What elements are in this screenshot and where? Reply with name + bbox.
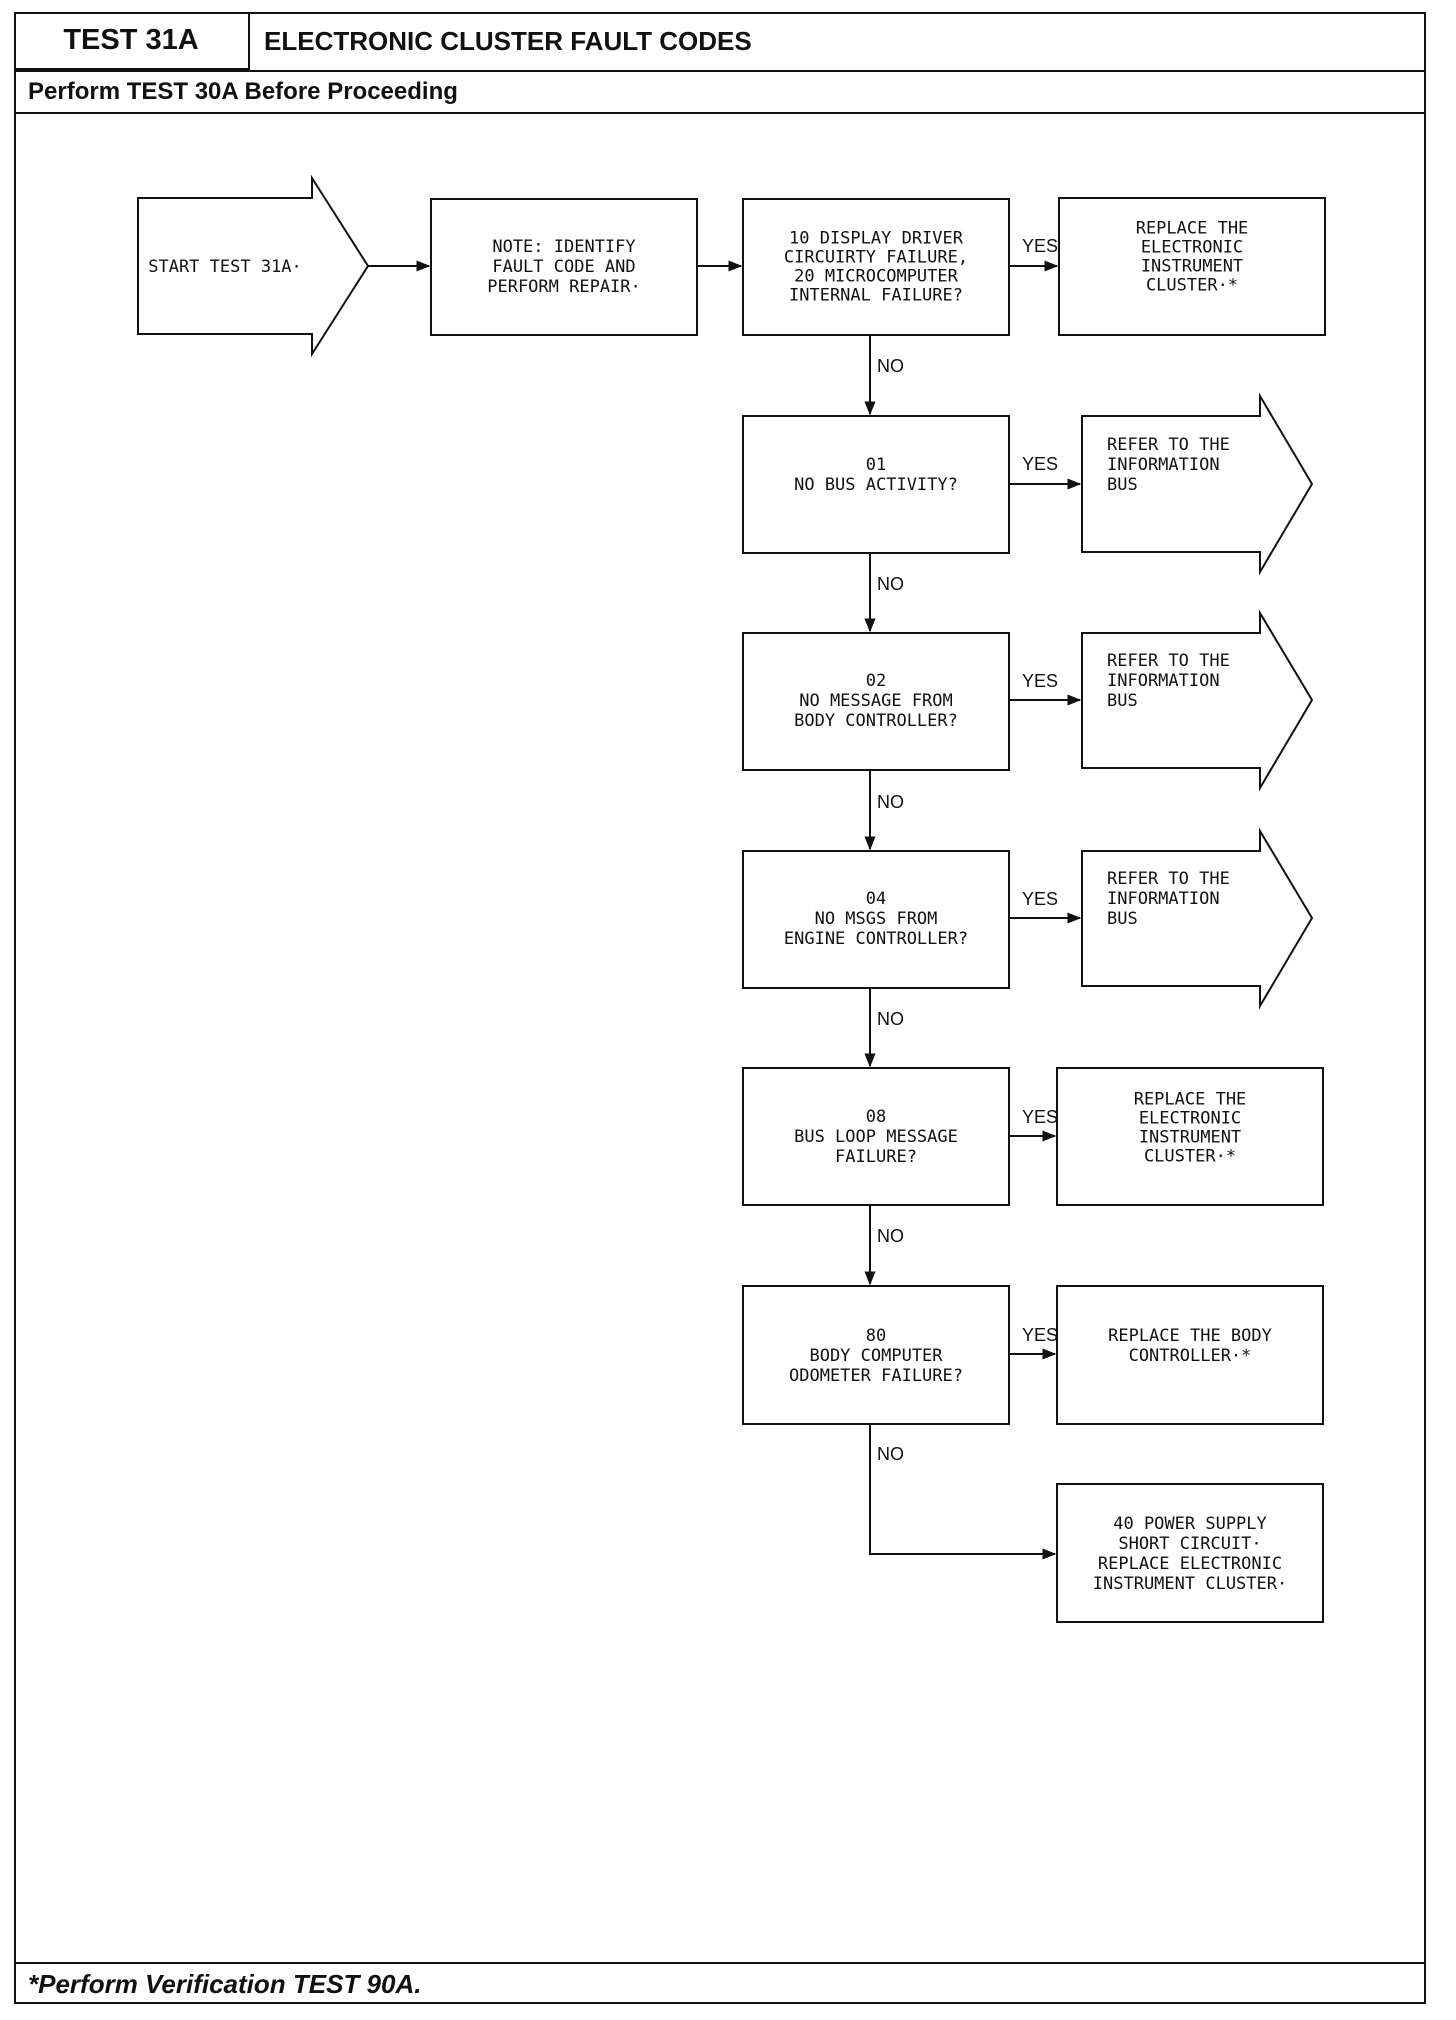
r5-line-1: ELECTRONIC: [1139, 1109, 1241, 1129]
q4-line-2: ENGINE CONTROLLER?: [784, 929, 968, 949]
yes-label-4: YES: [1022, 889, 1058, 909]
yes-label-2: YES: [1022, 454, 1058, 474]
no-label-4: NO: [877, 1009, 904, 1029]
r3-line-2: BUS: [1107, 691, 1138, 711]
r1-line-3: CLUSTER·*: [1146, 276, 1238, 296]
r7-line-0: 40 POWER SUPPLY: [1113, 1514, 1267, 1534]
yes-label-1: YES: [1022, 236, 1058, 256]
prerequisite-note: Perform TEST 30A Before Proceeding: [28, 78, 458, 105]
note-box: [430, 198, 698, 336]
q2-line-0: 01: [866, 455, 886, 475]
r5-line-3: CLUSTER·*: [1144, 1147, 1236, 1167]
header-divider: [14, 70, 1426, 72]
r1-line-0: REPLACE THE: [1136, 219, 1249, 239]
yes-label-3: YES: [1022, 671, 1058, 691]
note-line-1: FAULT CODE AND: [492, 257, 635, 277]
header-divider-bottom: [14, 112, 1426, 114]
r1-line-2: INSTRUMENT: [1141, 257, 1243, 277]
start-node-text: START TEST 31A·: [148, 257, 302, 277]
q1-line-1: CIRCUIRTY FAILURE,: [784, 248, 968, 268]
no-label-1: NO: [877, 356, 904, 376]
r2-line-1: INFORMATION: [1107, 455, 1220, 475]
edge-q6-no: [869, 1424, 1057, 1560]
r6-line-1: CONTROLLER·*: [1129, 1346, 1252, 1366]
decision-box-5: [742, 1067, 1010, 1206]
decision-box-3: [742, 632, 1010, 771]
r4-line-2: BUS: [1107, 909, 1138, 929]
no-label-5: NO: [877, 1226, 904, 1246]
flowchart: YES NO YES NO YES NO YES NO YES NO YES N…: [137, 174, 1326, 1623]
page-title: ELECTRONIC CLUSTER FAULT CODES: [264, 25, 752, 56]
q3-line-1: NO MESSAGE FROM: [799, 691, 953, 711]
no-label-2: NO: [877, 574, 904, 594]
r2-line-0: REFER TO THE: [1107, 435, 1230, 455]
footer-note: *Perform Verification TEST 90A.: [28, 1968, 422, 1999]
r6-line-0: REPLACE THE BODY: [1108, 1326, 1272, 1346]
r4-line-1: INFORMATION: [1107, 889, 1220, 909]
q2-line-1: NO BUS ACTIVITY?: [794, 475, 958, 495]
r5-line-2: INSTRUMENT: [1139, 1128, 1241, 1148]
r5-line-0: REPLACE THE: [1134, 1090, 1247, 1110]
start-node: [137, 174, 370, 358]
yes-label-6: YES: [1022, 1325, 1058, 1345]
no-label-3: NO: [877, 792, 904, 812]
q4-line-0: 04: [866, 889, 886, 909]
r7-line-2: REPLACE ELECTRONIC: [1098, 1554, 1282, 1574]
decision-box-6: [742, 1285, 1010, 1425]
r2-line-2: BUS: [1107, 475, 1138, 495]
r1-line-1: ELECTRONIC: [1141, 238, 1243, 258]
test-id: TEST 31A: [14, 12, 250, 70]
result-box-1: [1058, 197, 1326, 336]
q4-line-1: NO MSGS FROM: [815, 909, 938, 929]
no-label-6: NO: [877, 1444, 904, 1464]
q3-line-0: 02: [866, 671, 886, 691]
decision-box-1: [742, 198, 1010, 336]
page-frame: [14, 12, 1426, 2004]
r3-line-1: INFORMATION: [1107, 671, 1220, 691]
refer-arrow-3: [1081, 827, 1314, 1010]
start-line-0: START TEST 31A·: [148, 257, 302, 277]
decision-box-4: [742, 850, 1010, 989]
q6-line-1: BODY COMPUTER: [809, 1346, 943, 1366]
footer-divider: [14, 1962, 1426, 1964]
q5-line-0: 08: [866, 1107, 886, 1127]
note-line-2: PERFORM REPAIR·: [487, 277, 641, 297]
q1-line-3: INTERNAL FAILURE?: [789, 286, 963, 306]
result-box-7: [1056, 1483, 1324, 1623]
r4-line-0: REFER TO THE: [1107, 869, 1230, 889]
r7-line-1: SHORT CIRCUIT·: [1118, 1534, 1261, 1554]
result-box-6: [1056, 1285, 1324, 1425]
refer-arrow-1: [1081, 392, 1314, 576]
q5-line-1: BUS LOOP MESSAGE: [794, 1127, 958, 1147]
q6-line-2: ODOMETER FAILURE?: [789, 1366, 963, 1386]
result-box-5: [1056, 1067, 1324, 1206]
r3-line-0: REFER TO THE: [1107, 651, 1230, 671]
q5-line-2: FAILURE?: [835, 1147, 917, 1167]
q1-line-2: 20 MICROCOMPUTER: [794, 267, 959, 287]
q1-line-0: 10 DISPLAY DRIVER: [789, 229, 964, 249]
r7-line-3: INSTRUMENT CLUSTER·: [1093, 1574, 1287, 1594]
yes-label-5: YES: [1022, 1107, 1058, 1127]
q3-line-2: BODY CONTROLLER?: [794, 711, 958, 731]
refer-arrow-2: [1081, 609, 1314, 792]
decision-box-2: [742, 415, 1010, 554]
note-line-0: NOTE: IDENTIFY: [492, 237, 635, 257]
q6-line-0: 80: [866, 1326, 886, 1346]
